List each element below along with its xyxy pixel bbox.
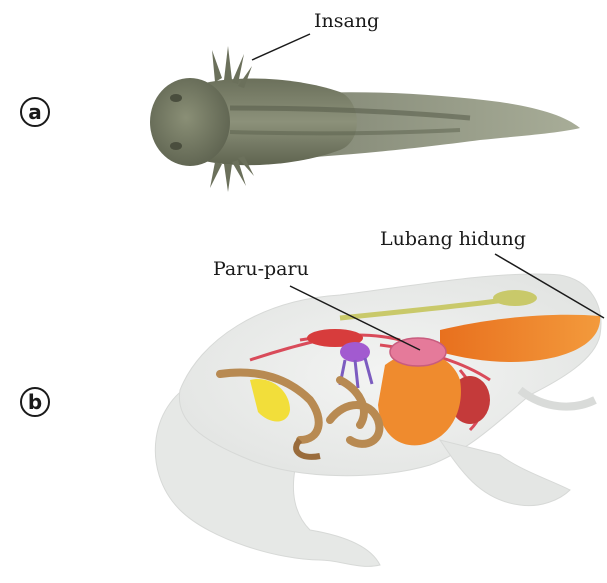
gill-leader-line — [252, 34, 310, 60]
tadpole-head — [150, 78, 230, 166]
lung-label: Paru-paru — [213, 258, 309, 280]
panel-a-marker: a — [20, 97, 50, 127]
frog-illustration — [155, 254, 604, 566]
gill-label: Insang — [314, 10, 379, 32]
lung — [390, 338, 446, 366]
tadpole-illustration — [150, 34, 580, 192]
frog-front-leg — [440, 440, 570, 506]
nostril-label: Lubang hidung — [380, 228, 526, 250]
panel-b-marker: b — [20, 387, 50, 417]
